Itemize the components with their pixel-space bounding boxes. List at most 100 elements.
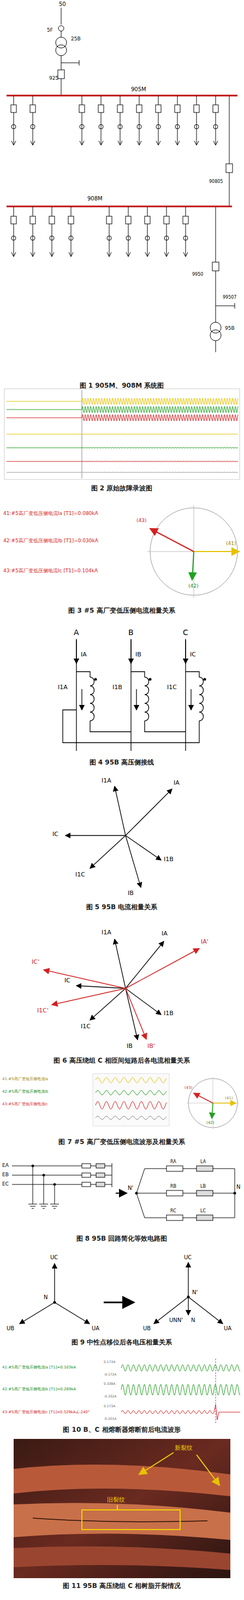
drawing-stroke: [125, 216, 132, 224]
drawing-stroke: [96, 1181, 105, 1187]
figure-caption: 图 9 中性点移位后各电压相量关系: [71, 1338, 173, 1347]
drawing-stroke: [30, 252, 35, 257]
drawing-stroke: [90, 720, 132, 732]
drawing-stroke: [153, 1296, 189, 1324]
drawing-stroke: [13, 1464, 231, 1496]
diagram-label: 95B: [224, 325, 235, 331]
drawing-stroke: [98, 140, 104, 146]
diagram-label: I1B: [112, 683, 123, 692]
diagram-label: LA: [200, 1158, 206, 1164]
diagram-label: 新裂纹: [174, 1444, 193, 1452]
drawing-stroke: [128, 206, 129, 257]
diagram-label: (42): [206, 1120, 214, 1125]
drawing-stroke: [145, 235, 150, 241]
drawing-stroke: [32, 1517, 208, 1522]
diagram-label: 41:#5高厂变低压侧电流Ia [T1]=0.103kA: [2, 1364, 76, 1370]
drawing-stroke: [193, 550, 240, 552]
diagram-label: 41:#5高厂变低压侧电流Ia [T1]=0.080kA: [3, 510, 99, 516]
drawing-stroke: [182, 216, 189, 224]
drawing-stroke: [215, 1358, 217, 1423]
diagram-label: I1C': [37, 1007, 49, 1015]
drawing-stroke: [32, 1165, 34, 1204]
drawing-stroke: [43, 1174, 45, 1204]
drawing-stroke: [96, 1163, 105, 1168]
diagram-label: EA: [2, 1162, 9, 1168]
drawing-stroke: [155, 104, 162, 113]
drawing-stroke: [158, 95, 159, 145]
drawing-stroke: [125, 835, 162, 860]
drawing-stroke: [92, 1073, 170, 1126]
drawing-stroke: [131, 671, 145, 677]
drawing-stroke: [125, 835, 141, 888]
diagram-label: 43:#5高厂变低压侧电流Ic [T1]=0.104kA: [3, 567, 98, 574]
drawing-stroke: [95, 1115, 167, 1120]
drawing-stroke: [53, 1300, 57, 1304]
drawing-stroke: [210, 329, 222, 341]
drawing-stroke: [30, 216, 36, 224]
drawing-stroke: [116, 1504, 118, 1510]
drawing-stroke: [51, 206, 53, 257]
drawing-stroke: [166, 1214, 183, 1220]
diagram-label: B: [128, 627, 134, 637]
drawing-stroke: [212, 104, 219, 113]
diagram-label: 905M: [131, 86, 147, 93]
drawing-stroke: [117, 104, 123, 113]
drawing-stroke: [94, 677, 98, 681]
drawing-stroke: [114, 786, 126, 836]
drawing-stroke: [81, 397, 238, 404]
drawing-stroke: [203, 677, 207, 681]
diagram-label: N: [236, 1183, 241, 1190]
diagram-label: I1C: [80, 1022, 91, 1031]
diagram-label: 0.173A: [103, 1359, 116, 1364]
drawing-stroke: [98, 104, 104, 113]
drawing-stroke: [13, 95, 15, 145]
drawing-stroke: [13, 1502, 231, 1540]
drawing-stroke: [215, 305, 235, 307]
diagram-label: IC: [52, 830, 59, 838]
drawing-stroke: [62, 709, 200, 743]
figure-caption: 图 11 95B 高压绕组 C 相树脂开裂情况: [62, 1581, 181, 1590]
drawing-stroke: [43, 969, 126, 989]
drawing-stroke: [31, 1164, 34, 1167]
diagram-label: IC': [31, 958, 40, 966]
drawing-stroke: [65, 786, 172, 888]
drawing-stroke: [95, 1101, 167, 1109]
drawing-stroke: [109, 206, 110, 257]
drawing-stroke: [81, 1181, 91, 1187]
diagram-label: UA: [91, 1324, 100, 1332]
drawing-stroke: [139, 95, 140, 145]
diagram-label: (43): [136, 517, 147, 523]
diagram-label: IB: [127, 889, 134, 897]
drawing-stroke: [211, 1102, 213, 1118]
diagram-label: UB: [143, 1324, 151, 1332]
diagram-label: IC: [189, 651, 196, 659]
drawing-stroke: [121, 1409, 214, 1414]
figure-caption: 图 7 #5 高厂变低压侧电流波形及相量关系: [58, 1138, 185, 1146]
drawing-stroke: [95, 1076, 167, 1083]
diagram-label: (43): [184, 1085, 193, 1090]
drawing-stroke: [213, 124, 218, 129]
drawing-stroke: [111, 1162, 113, 1187]
drawing-stroke: [61, 7, 62, 25]
drawing-stroke: [163, 216, 170, 224]
drawing-stroke: [81, 460, 238, 462]
drawing-stroke: [95, 1090, 167, 1095]
diagram-label: IB: [135, 651, 142, 659]
drawing-stroke: [130, 638, 132, 751]
diagram-label: IA: [161, 930, 168, 938]
figure-caption: 图 5 95B 电流相量关系: [86, 903, 158, 912]
drawing-stroke: [144, 676, 150, 721]
diagram-label: 42:#5高厂变低压侧电流Ib [T1]=0.269kA: [2, 1386, 76, 1391]
drawing-stroke: [95, 1076, 167, 1120]
drawing-stroke: [164, 252, 169, 257]
drawing-stroke: [103, 1301, 134, 1303]
diagram-label: N': [192, 1288, 198, 1296]
drawing-stroke: [136, 104, 142, 113]
drawing-stroke: [68, 235, 74, 241]
drawing-stroke: [6, 401, 82, 402]
drawing-stroke: [164, 235, 169, 241]
drawing-stroke: [55, 44, 67, 56]
diagram-label: RC: [170, 1207, 177, 1213]
drawing-stroke: [190, 688, 192, 710]
drawing-stroke: [166, 1189, 183, 1196]
